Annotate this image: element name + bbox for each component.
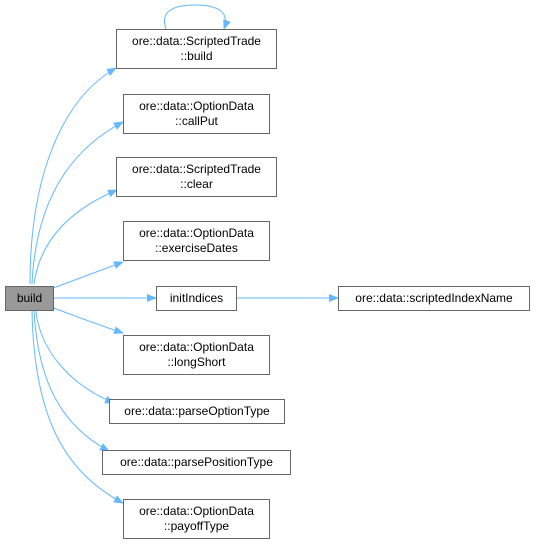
node-option-data-exercise-dates[interactable]: ore::data::OptionData ::exerciseDates [123, 221, 270, 261]
node-label-line-2: ::longShort [167, 355, 226, 369]
node-label: ore::data::scriptedIndexName [355, 291, 513, 305]
node-label-line-2: ::build [180, 49, 213, 63]
node-build: build [5, 286, 54, 311]
node-parse-option-type[interactable]: ore::data::parseOptionType [109, 399, 285, 424]
edge-build-to-callput [31, 121, 124, 285]
edge-build-to-parse-position-type [33, 310, 110, 452]
node-label-line-2: ::callPut [175, 114, 218, 128]
node-label-line-1: ore::data::OptionData [139, 340, 254, 354]
node-label-line-1: ore::data::ScriptedTrade [132, 162, 261, 176]
edge-build-to-clear [33, 189, 118, 285]
node-label-line-1: ore::data::OptionData [139, 504, 254, 518]
node-init-indices[interactable]: initIndices [156, 286, 237, 311]
edge-scripted-build-self-loop [164, 4, 231, 30]
node-scripted-index-name[interactable]: ore::data::scriptedIndexName [338, 286, 530, 311]
edge-build-to-payoff-type [31, 310, 124, 504]
node-label-line-2: ::payoffType [163, 519, 230, 533]
node-label-line-1: ore::data::OptionData [139, 99, 254, 113]
node-scripted-trade-build[interactable]: ore::data::ScriptedTrade ::build [116, 29, 277, 69]
node-parse-position-type[interactable]: ore::data::parsePositionType [102, 450, 291, 475]
node-option-data-payoff-type[interactable]: ore::data::OptionData ::payoffType [123, 499, 270, 539]
node-label: ore::data::parsePositionType [120, 455, 273, 469]
node-label-line-2: ::exerciseDates [155, 241, 238, 255]
edge-build-to-parse-option-type [35, 310, 115, 404]
node-label-line-1: ore::data::OptionData [139, 226, 254, 240]
edge-build-to-scripted-build [29, 67, 117, 285]
node-label-line-2: ::clear [180, 177, 213, 191]
node-label: build [16, 291, 43, 305]
node-label-line-1: ore::data::ScriptedTrade [132, 34, 261, 48]
edge-build-to-long-short [47, 305, 124, 334]
node-scripted-trade-clear[interactable]: ore::data::ScriptedTrade ::clear [116, 157, 277, 197]
node-option-data-long-short[interactable]: ore::data::OptionData ::longShort [123, 335, 270, 375]
node-option-data-callput[interactable]: ore::data::OptionData ::callPut [123, 94, 270, 134]
node-label: initIndices [169, 291, 224, 305]
node-label: ore::data::parseOptionType [124, 404, 270, 418]
edge-build-to-exercise-dates [47, 261, 124, 291]
